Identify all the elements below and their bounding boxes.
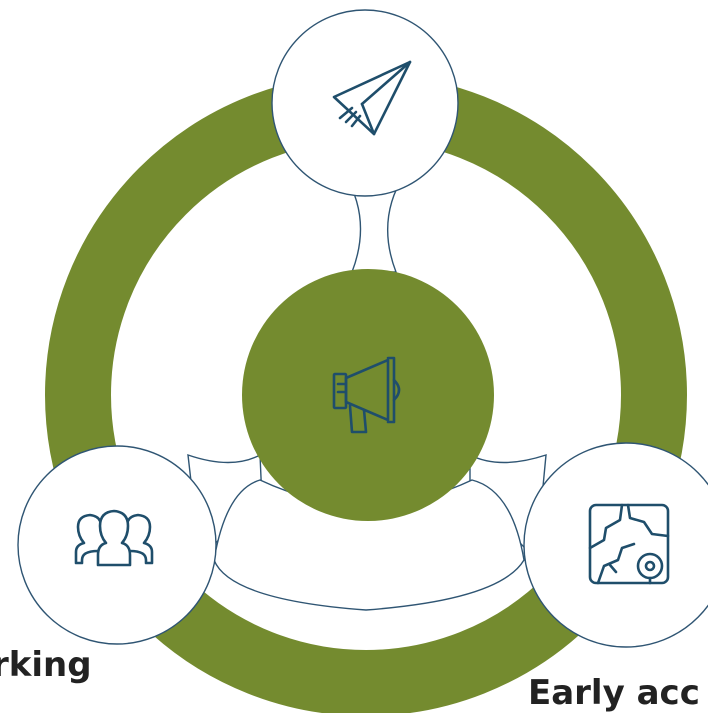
paper-plane-icon bbox=[332, 60, 412, 136]
connector-top bbox=[343, 174, 406, 273]
node-label-right: Early acc bbox=[528, 673, 700, 713]
connectors bbox=[187, 174, 547, 562]
left-node[interactable] bbox=[17, 445, 217, 645]
map-location-icon bbox=[588, 503, 670, 585]
right-node[interactable] bbox=[523, 442, 708, 648]
people-group-icon bbox=[74, 509, 154, 567]
megaphone-icon bbox=[332, 356, 401, 434]
center-node bbox=[242, 269, 494, 521]
bottom-lobe bbox=[213, 479, 525, 611]
node-label-left: rking bbox=[0, 645, 92, 685]
